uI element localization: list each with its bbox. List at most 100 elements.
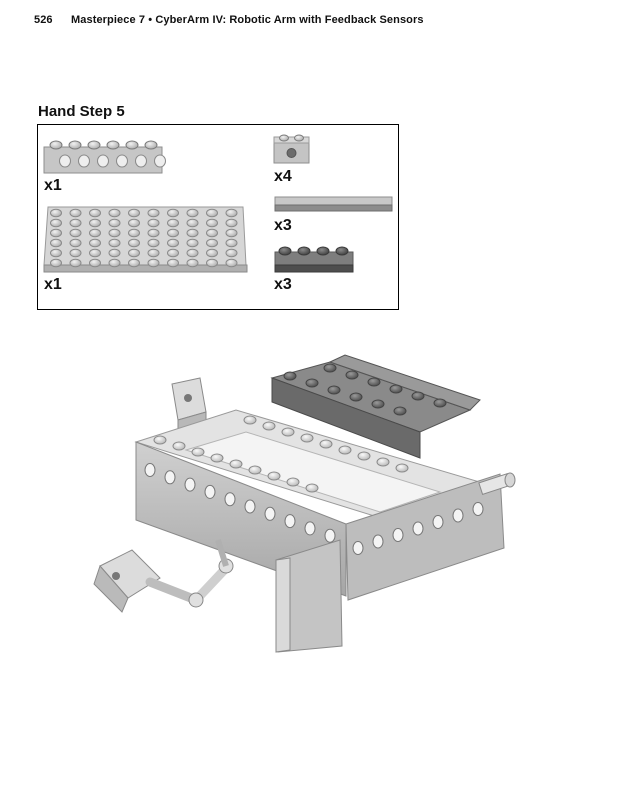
stud bbox=[305, 378, 319, 388]
stud bbox=[206, 218, 218, 228]
stud bbox=[172, 441, 186, 451]
stud bbox=[106, 140, 120, 150]
stud bbox=[50, 238, 62, 248]
stud bbox=[147, 218, 160, 228]
right-rail-holes bbox=[352, 502, 484, 555]
beam-hole bbox=[59, 154, 71, 168]
stud bbox=[248, 465, 262, 475]
left-rail-holes bbox=[144, 463, 336, 543]
stud bbox=[186, 228, 199, 238]
stud bbox=[225, 258, 238, 268]
rail-hole bbox=[284, 514, 296, 529]
stud bbox=[433, 398, 447, 408]
stud bbox=[225, 218, 238, 228]
rail-hole bbox=[244, 499, 256, 514]
stud bbox=[153, 435, 167, 445]
rail-hole bbox=[224, 492, 236, 507]
stud bbox=[278, 246, 292, 256]
stud bbox=[108, 218, 121, 228]
stud bbox=[225, 238, 238, 248]
stud bbox=[167, 248, 179, 258]
beam-1x6-part bbox=[43, 140, 166, 174]
qty-plate-1x4-dark: x3 bbox=[274, 276, 292, 293]
stud bbox=[50, 258, 62, 268]
stud bbox=[345, 370, 359, 380]
stud bbox=[49, 140, 63, 150]
qty-plate-6x10: x1 bbox=[44, 276, 62, 293]
stud bbox=[186, 218, 199, 228]
stud bbox=[229, 459, 243, 469]
beam-hole bbox=[116, 154, 128, 168]
page-number: 526 bbox=[34, 14, 53, 26]
stud bbox=[186, 248, 199, 258]
stud bbox=[144, 140, 158, 150]
stud bbox=[87, 140, 101, 150]
stud bbox=[267, 471, 281, 481]
stud bbox=[283, 371, 297, 381]
stud bbox=[89, 238, 101, 248]
stud bbox=[206, 238, 218, 248]
rail-hole bbox=[432, 515, 444, 529]
stud bbox=[316, 246, 330, 256]
parts-illustrations bbox=[43, 134, 393, 273]
page-header: 526 Masterpiece 7 • CyberArm IV: Robotic … bbox=[34, 14, 424, 26]
rail-hole bbox=[324, 528, 336, 543]
sensor-arm bbox=[93, 539, 234, 613]
stud bbox=[69, 218, 82, 228]
stud bbox=[147, 208, 160, 218]
stud bbox=[108, 238, 121, 248]
stud bbox=[108, 248, 121, 258]
stud bbox=[69, 248, 82, 258]
stud bbox=[376, 457, 390, 467]
beam-hole bbox=[135, 154, 147, 168]
stud bbox=[367, 377, 381, 387]
stud bbox=[50, 248, 62, 258]
brick-1x2-hole-part bbox=[273, 134, 310, 164]
stud bbox=[243, 415, 257, 425]
stud bbox=[186, 208, 199, 218]
stud bbox=[206, 258, 218, 268]
stud bbox=[89, 218, 101, 228]
stud bbox=[108, 228, 121, 238]
stud bbox=[167, 208, 179, 218]
rail-hole bbox=[264, 506, 276, 521]
qty-flat-tile-long: x3 bbox=[274, 217, 292, 234]
stud bbox=[69, 208, 82, 218]
stud bbox=[389, 384, 403, 394]
stud bbox=[186, 238, 199, 248]
stud bbox=[327, 385, 341, 395]
dark-back-assembly bbox=[270, 354, 481, 459]
qty-brick-1x2-hole: x4 bbox=[274, 168, 292, 185]
beam-hole bbox=[154, 154, 166, 168]
stud bbox=[89, 228, 101, 238]
stud bbox=[225, 208, 238, 218]
stud bbox=[319, 439, 333, 449]
stud bbox=[206, 228, 218, 238]
stud bbox=[50, 208, 62, 218]
rail-hole bbox=[392, 528, 404, 542]
stud bbox=[167, 218, 179, 228]
stud bbox=[281, 427, 295, 437]
rail-hole bbox=[164, 470, 176, 485]
parts-list-box: x1 x1 x4 x3 x3 bbox=[37, 124, 399, 310]
chapter-title: Masterpiece 7 • CyberArm IV: Robotic Arm… bbox=[71, 14, 424, 26]
stud bbox=[262, 421, 276, 431]
stud bbox=[191, 447, 205, 457]
stud bbox=[125, 140, 139, 150]
stud bbox=[395, 463, 409, 473]
rail-hole bbox=[144, 463, 156, 477]
stud bbox=[349, 392, 363, 402]
stud bbox=[68, 140, 82, 150]
stud bbox=[147, 238, 160, 248]
stud bbox=[50, 218, 62, 228]
qty-beam-1x6: x1 bbox=[44, 177, 62, 194]
stud bbox=[393, 406, 407, 416]
plate-6x10-part bbox=[43, 206, 248, 273]
beam-hole bbox=[97, 154, 109, 168]
frame-studs bbox=[153, 363, 447, 493]
stud bbox=[167, 258, 179, 268]
stud bbox=[323, 363, 337, 373]
stud bbox=[89, 258, 101, 268]
step-title: Hand Step 5 bbox=[38, 103, 125, 120]
